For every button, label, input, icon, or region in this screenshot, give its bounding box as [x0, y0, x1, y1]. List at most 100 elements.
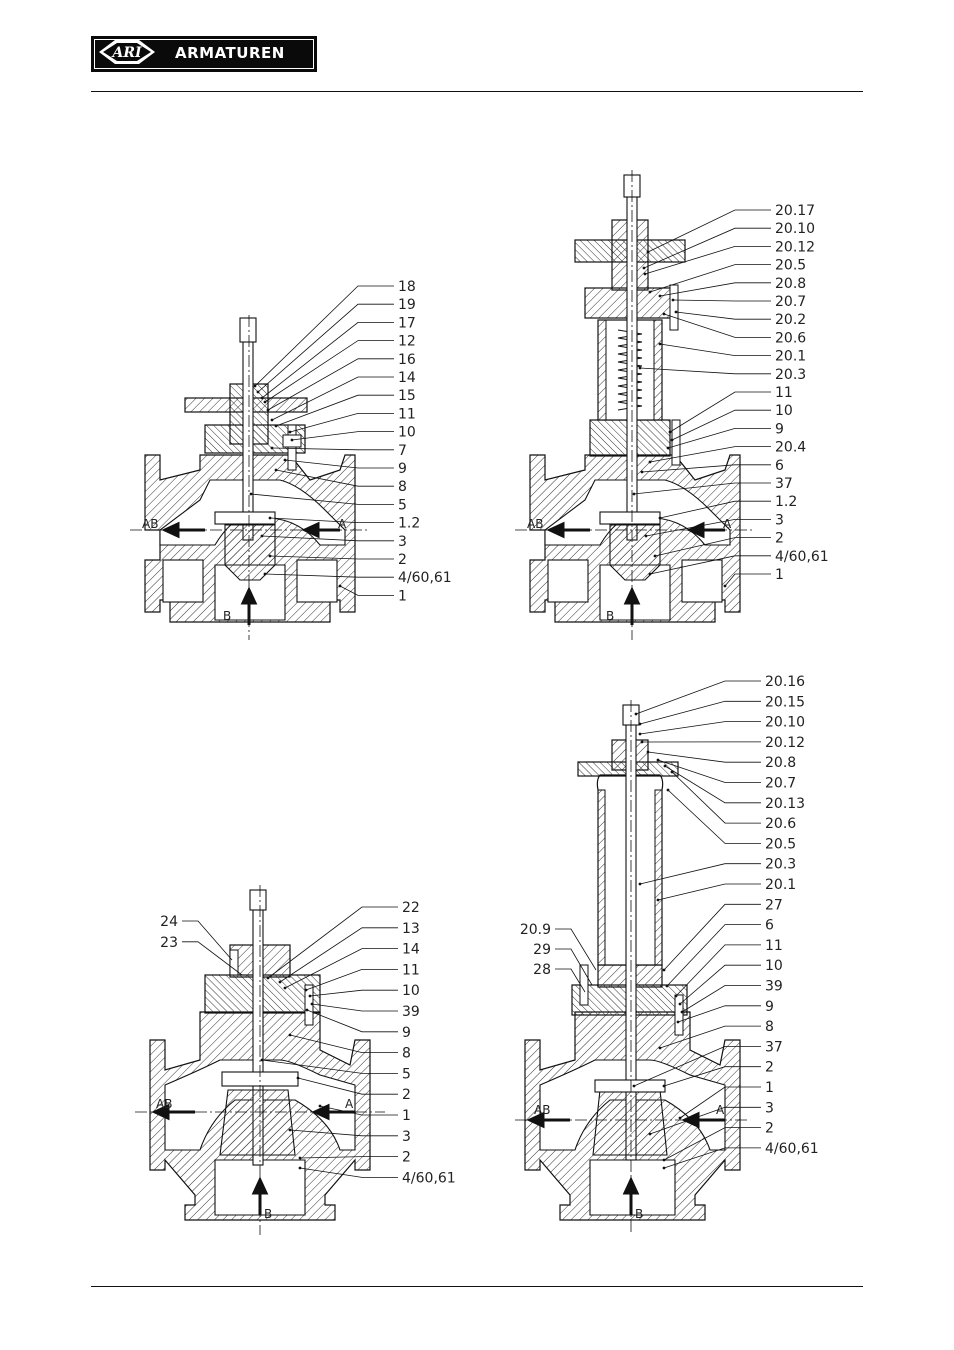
leader-dot — [662, 968, 666, 972]
part-callout: 12 — [398, 334, 416, 350]
leader-dot — [278, 980, 282, 984]
part-callout: 20.2 — [775, 312, 806, 328]
leader-dot — [638, 722, 642, 726]
leader-dot — [678, 1116, 682, 1120]
part-callout: 20.7 — [765, 776, 796, 792]
leader-dot — [648, 460, 652, 464]
leader-line — [679, 964, 761, 1005]
part-callout: 4/60,61 — [775, 549, 829, 565]
part-callout: 4/60,61 — [765, 1141, 819, 1157]
leader-line — [257, 303, 394, 393]
leader-dot — [260, 534, 264, 538]
part-callout: 10 — [398, 425, 416, 441]
leader-line — [643, 227, 771, 269]
part-callout: 3 — [775, 512, 784, 528]
part-callout: 11 — [402, 962, 420, 978]
leader-dot — [648, 1132, 652, 1136]
leader-line — [306, 1009, 398, 1033]
leader-line — [677, 1005, 761, 1023]
leader-dot — [288, 1033, 292, 1037]
part-callout: 19 — [398, 297, 416, 313]
part-callout: 22 — [402, 900, 420, 916]
part-callout: 20.8 — [775, 276, 806, 292]
leader-line — [657, 883, 761, 901]
leader-line — [649, 555, 771, 575]
part-callout: 6 — [775, 458, 784, 474]
flow-label-a: A — [345, 1097, 354, 1111]
leader-dot — [648, 290, 652, 294]
leader-dot — [305, 1008, 309, 1012]
part-callout: 39 — [402, 1004, 420, 1020]
leader-dot — [658, 342, 662, 346]
leader-dot — [638, 882, 642, 886]
leader-dot — [268, 554, 272, 558]
leader-dot — [318, 1104, 322, 1108]
part-callout: 23 — [160, 935, 178, 951]
leader-line — [299, 1167, 398, 1178]
leader-line — [311, 1003, 398, 1012]
flow-label-a: A — [716, 1103, 725, 1117]
leader-dot — [266, 408, 270, 412]
leader-dot — [310, 1002, 314, 1006]
part-callout: 13 — [402, 921, 420, 937]
leader-line — [555, 968, 586, 993]
leader-dot — [296, 1076, 300, 1080]
leader-dot — [642, 266, 646, 270]
leader-dot — [288, 1128, 292, 1132]
part-callout: 20.5 — [775, 258, 806, 274]
leader-line — [724, 573, 771, 587]
leader-line — [299, 1156, 398, 1159]
leader-line — [667, 789, 761, 844]
leader-dot — [283, 986, 287, 990]
leader-line — [671, 771, 761, 824]
leader-line — [267, 358, 394, 411]
leader-line — [305, 969, 398, 991]
leader-line — [675, 944, 761, 997]
flow-label-b: B — [264, 1207, 272, 1221]
part-callout: 3 — [765, 1100, 774, 1116]
part-callout: 6 — [765, 918, 774, 934]
leader-line — [289, 1129, 398, 1137]
leader-line — [639, 367, 771, 375]
part-callout: 15 — [398, 388, 416, 404]
brand-wordmark: ARMATUREN — [175, 44, 285, 62]
leader-dot — [263, 400, 267, 404]
leader-dot — [634, 712, 638, 716]
part-callout: 1 — [402, 1108, 411, 1124]
leader-line — [633, 1046, 761, 1087]
leader-dot — [249, 492, 253, 496]
leader-line — [297, 1077, 398, 1095]
leader-dot — [662, 1084, 666, 1088]
leader-dot — [670, 770, 674, 774]
figure-top-right: AB A B 20.1720.1020.1220.520.820.720.220… — [515, 170, 829, 640]
part-callout: 8 — [765, 1019, 774, 1035]
part-callout: 20.12 — [775, 239, 815, 255]
leader-dot — [270, 418, 274, 422]
leader-dot — [653, 554, 657, 558]
logo-frame — [94, 39, 314, 69]
part-callout: 20.15 — [765, 694, 805, 710]
part-callout: 1.2 — [398, 516, 420, 532]
leader-line — [309, 989, 398, 997]
part-callout: 8 — [398, 479, 407, 495]
leader-dot — [308, 994, 312, 998]
leader-line — [291, 431, 394, 441]
part-callout: 5 — [402, 1066, 411, 1082]
leader-dot — [658, 516, 662, 520]
leader-dot — [658, 1046, 662, 1050]
leader-dot — [648, 572, 652, 576]
leader-dot — [674, 310, 678, 314]
leader-line — [639, 721, 761, 735]
leader-line — [639, 863, 761, 885]
part-callout: 1 — [398, 588, 407, 604]
leader-dot — [644, 534, 648, 538]
part-callout: 20.5 — [765, 836, 796, 852]
leader-line — [275, 394, 394, 427]
leader-dot — [680, 1010, 684, 1014]
leader-dot — [288, 430, 292, 434]
part-callout: 9 — [402, 1025, 411, 1041]
leader-dot — [640, 740, 644, 744]
leader-dot — [678, 1002, 682, 1006]
leader-dot — [646, 250, 650, 254]
